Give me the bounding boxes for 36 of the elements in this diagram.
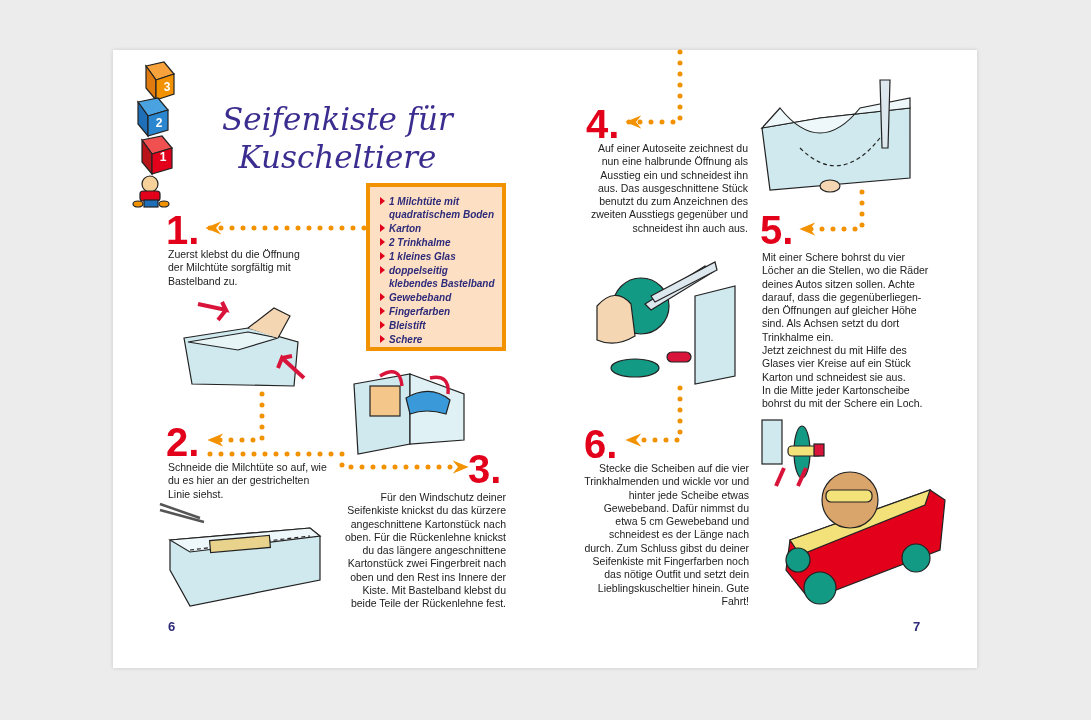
title: Seifenkiste für Kuscheltiere — [221, 100, 456, 176]
step-number: 5. — [760, 210, 794, 250]
step-number: 1. — [166, 210, 200, 250]
material-item: 1 kleines Glas — [380, 250, 496, 263]
step-number: 6. — [584, 424, 618, 464]
material-item: Gewebeband — [380, 291, 496, 304]
step-instruction: In die Mitte jeder Kartonscheibe bohrst du mit der Schere ein Loch. — [762, 383, 924, 411]
page-number: 7 — [913, 619, 921, 634]
step-instruction: Zuerst klebst du die Öffnung der Milchtüte sorgfältig mit Bastelband zu. — [168, 248, 301, 288]
material-item: doppelseitig klebendes Bastelband — [380, 264, 496, 290]
step-number: 3. — [468, 449, 502, 489]
dotted-arrow — [799, 189, 865, 236]
step-number: 2. — [166, 422, 200, 462]
dotted-arrow — [205, 221, 367, 235]
material-item: 2 Trinkhalme — [380, 236, 496, 249]
dotted-arrow — [207, 391, 265, 447]
material-item: Karton — [380, 222, 496, 235]
page-number: 6 — [168, 619, 176, 634]
step-instruction: Für den Windschutz deiner Seifenkiste knickst du das kürzere angeschnittene Kartonstück nach oben. Für die Rückenlehne knickst du das längere angeschnittene Kartonstück zwei Fingerbreit nach oben und den Rest ins Innere der Kiste. Mit Bastelband klebst du beide Teile der Rückenlehne fest. — [343, 491, 506, 611]
cube-digit: 1 — [158, 150, 168, 164]
dotted-arrow — [625, 385, 683, 447]
dotted-arrow — [207, 451, 469, 474]
material-item: 1 Milchtüte mit quadratischem Boden — [380, 195, 496, 221]
step-instruction: Schneide die Milchtüte so auf, wie du es hier an der gestrichelten Linie siehst. — [168, 461, 328, 501]
material-item: Bleistift — [380, 319, 496, 332]
step-instruction: Stecke die Scheiben auf die vier Trinkhalmenden und wickle vor und hinter jede Scheibe etwas Gewebeband. Dafür nimmst du etwa 5 cm Gewebeband und schneidest es der Länge nach durch. Zum Schluss gibst du deiner Seifenkiste mit Fingerfarben noch das nötige Outfit und setzt dein Lieblingskuscheltier hinein. Gute Fahrt! — [584, 462, 749, 609]
cube-digit: 2 — [154, 116, 164, 130]
dotted-arrow — [625, 49, 683, 129]
material-item: Schere — [380, 333, 496, 346]
cube-digit: 3 — [162, 80, 172, 94]
step-instruction: Jetzt zeichnest du mit Hilfe des Glases vier Kreise auf ein Stück Karton und schneidest sie aus. — [762, 344, 912, 384]
material-item: Fingerfarben — [380, 305, 496, 318]
materials-list-box — [366, 183, 506, 351]
step-instruction: Mit einer Schere bohrst du vier Löcher an die Stellen, wo die Räder deines Autos sitzen sollen. Achte darauf, dass die gegenüberliegen-den Öffnungen auf gleicher Höhe sind. Als Achsen setzt du dort Trinkhalme ein. — [762, 251, 930, 345]
step-instruction: Auf einer Autoseite zeichnest du nun eine halbrunde Öffnung als Ausstieg ein und schneidest ihn aus. Das ausgeschnittene Stück benutzt du zum Anzeichnen des zweiten Ausstiegs gegenüber und schneidest ihn auch aus. — [589, 142, 748, 236]
step-number: 4. — [586, 104, 620, 144]
